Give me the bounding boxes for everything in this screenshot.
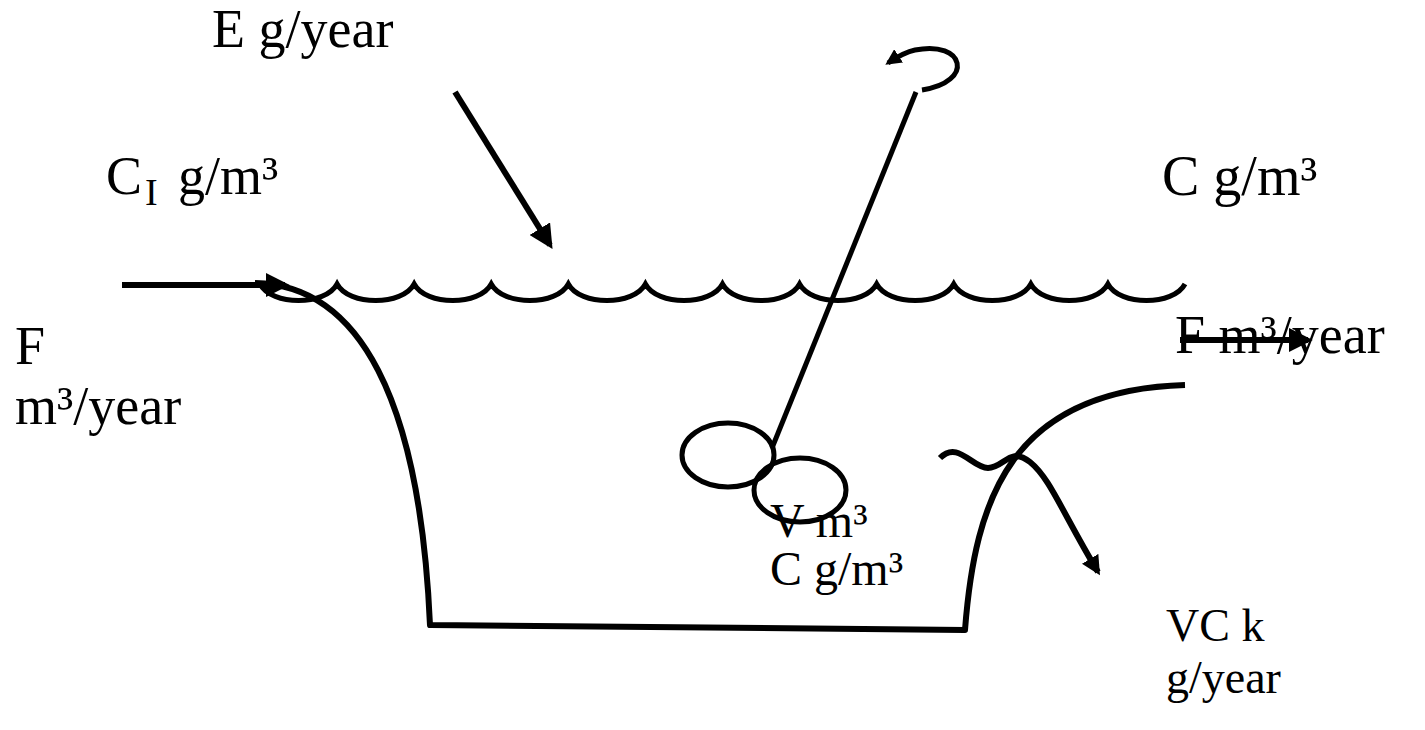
- basin-wall: [255, 283, 1185, 630]
- basin: V m³C g/m³: [250, 275, 1190, 637]
- decay-loss-arrow: [940, 452, 1098, 572]
- rotation-arrow: [888, 48, 957, 90]
- concentration-symbol: C: [106, 147, 142, 206]
- subscript: I: [145, 172, 158, 214]
- flow-label: F m³/year: [1175, 306, 1385, 365]
- basin-label: V m³: [770, 495, 868, 548]
- decay-label: VC k g/year: [1166, 600, 1306, 704]
- basin-label: C g/m³: [770, 543, 903, 596]
- flow-label: F m³/year: [15, 316, 205, 436]
- wave-line: [260, 284, 1185, 301]
- emission-label: E g/year: [212, 0, 393, 59]
- emission-arrow: [455, 92, 550, 245]
- outflow-concentration-label: C g/m³: [1162, 146, 1317, 208]
- unit-label: g/m³: [178, 147, 278, 206]
- water-surface: [260, 284, 1185, 301]
- basin-outline: [250, 275, 1190, 637]
- mixer-shaft: [772, 92, 916, 448]
